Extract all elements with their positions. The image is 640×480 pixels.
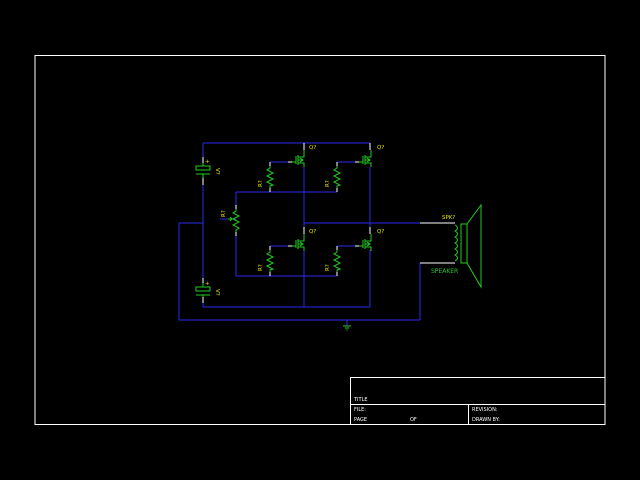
resistor-r2[interactable]: R?: [325, 166, 342, 188]
speaker[interactable]: SPK? SPEAKER: [431, 203, 482, 289]
speaker-ref: SPK?: [442, 215, 455, 221]
resistor-symbol: [332, 250, 342, 272]
resistor-symbol: [265, 250, 275, 272]
mosfet-symbol: [359, 150, 372, 167]
battery-plate: [195, 286, 211, 292]
source-v1[interactable]: + V?: [195, 159, 220, 178]
speaker-value: SPEAKER: [431, 268, 458, 275]
transistor-q3[interactable]: Q?: [292, 229, 316, 251]
source-v2[interactable]: + V?: [195, 281, 220, 297]
resistor-r5[interactable]: R?: [325, 250, 342, 272]
resistor-symbol: [231, 209, 241, 232]
speaker-cone: [466, 203, 482, 289]
title-block: TITLE FILE: REVISION: PAGE OF DRAWN BY:: [350, 377, 606, 425]
resistor-r1[interactable]: R?: [258, 166, 275, 188]
file-label: FILE:: [354, 407, 366, 413]
resistor-ref: R?: [258, 180, 264, 187]
resistor-r4[interactable]: R?: [258, 250, 275, 272]
title-label: TITLE: [353, 397, 368, 403]
resistor-r3[interactable]: R?: [221, 209, 241, 232]
transistor-q4[interactable]: Q?: [359, 229, 384, 251]
source-ref: V?: [214, 289, 220, 296]
drawing-border: [34, 55, 606, 425]
of-label: OF: [410, 417, 417, 423]
battery-plate: [195, 165, 211, 171]
wiper-arrow: [228, 216, 233, 222]
mosfet-symbol: [292, 234, 305, 251]
resistor-ref: R?: [325, 264, 331, 271]
ground-symbol: [343, 325, 351, 331]
transistor-ref: Q?: [377, 145, 384, 151]
transistor-ref: Q?: [309, 229, 316, 235]
resistor-symbol: [332, 166, 342, 188]
speaker-magnet: [460, 223, 468, 264]
page-label: PAGE: [354, 417, 367, 423]
transistor-q2[interactable]: Q?: [359, 145, 384, 167]
pins: [202, 143, 455, 303]
source-polarity: +: [205, 281, 210, 287]
transistor-ref: Q?: [377, 229, 384, 235]
revision-label: REVISION:: [472, 407, 498, 413]
resistor-ref: R?: [221, 210, 227, 217]
drawn-by-label: DRAWN BY:: [472, 417, 500, 423]
source-polarity: +: [205, 159, 210, 165]
transistor-q1[interactable]: Q?: [292, 145, 316, 167]
transistor-ref: Q?: [309, 145, 316, 151]
speaker-coil: [454, 224, 458, 262]
resistor-ref: R?: [258, 264, 264, 271]
title-block-frame: [350, 377, 606, 425]
mosfet-symbol: [292, 150, 305, 167]
resistor-symbol: [265, 166, 275, 188]
source-ref: V?: [214, 168, 220, 175]
resistor-ref: R?: [325, 180, 331, 187]
mosfet-symbol: [359, 234, 372, 251]
